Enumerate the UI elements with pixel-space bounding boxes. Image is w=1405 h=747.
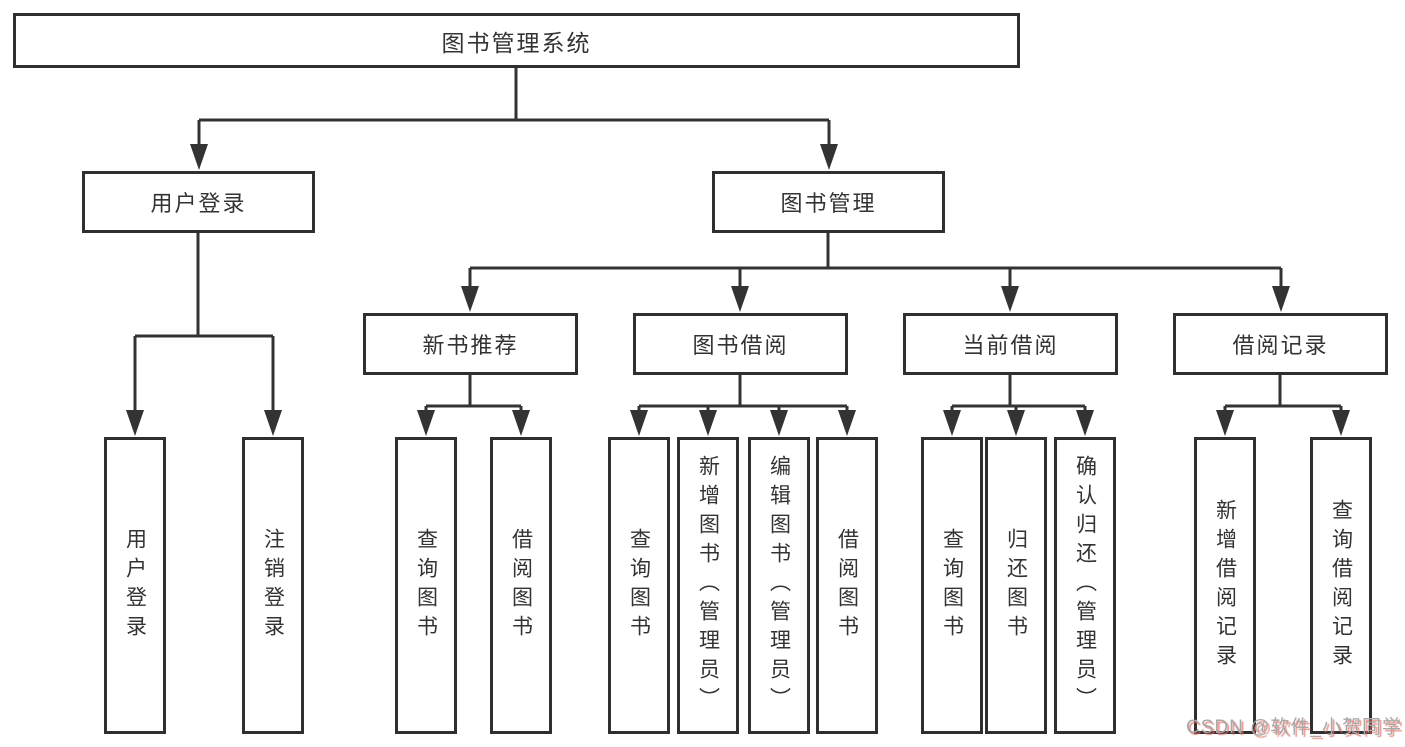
node-leaf-borrow-book-1: 借阅图书 <box>490 437 552 734</box>
node-leaf-search-borrow-record: 查询借阅记录 <box>1310 437 1372 734</box>
node-leaf-edit-book-admin: 编辑图书（管理员） <box>748 437 810 734</box>
leaf-label: 编辑图书（管理员） <box>767 455 791 716</box>
leaf-label: 借阅图书 <box>509 527 533 644</box>
leaf-label: 查询借阅记录 <box>1329 498 1353 673</box>
leaf-label: 查询图书 <box>414 527 438 644</box>
leaf-label: 查询图书 <box>627 527 651 644</box>
node-leaf-confirm-return-admin: 确认归还（管理员） <box>1054 437 1116 734</box>
csdn-watermark: CSDN @软件_小贺同学 <box>1186 717 1402 738</box>
node-leaf-search-book-1: 查询图书 <box>395 437 457 734</box>
node-leaf-add-borrow-record: 新增借阅记录 <box>1194 437 1256 734</box>
leaf-label: 确认归还（管理员） <box>1073 455 1097 716</box>
node-current-borrow: 当前借阅 <box>903 313 1118 375</box>
node-new-book-recommend: 新书推荐 <box>363 313 578 375</box>
node-book-management: 图书管理 <box>712 171 945 233</box>
node-leaf-user-login: 用户登录 <box>104 437 166 734</box>
node-leaf-search-book-2: 查询图书 <box>608 437 670 734</box>
leaf-label: 新增图书（管理员） <box>696 455 720 716</box>
node-leaf-return-book: 归还图书 <box>985 437 1047 734</box>
leaf-label: 用户登录 <box>123 527 147 644</box>
node-user-login: 用户登录 <box>82 171 315 233</box>
leaf-label: 借阅图书 <box>835 527 859 644</box>
node-leaf-search-book-3: 查询图书 <box>921 437 983 734</box>
node-leaf-borrow-book-2: 借阅图书 <box>816 437 878 734</box>
leaf-label: 注销登录 <box>261 527 285 644</box>
leaf-label: 新增借阅记录 <box>1213 498 1237 673</box>
leaf-label: 归还图书 <box>1004 527 1028 644</box>
node-borrow-records: 借阅记录 <box>1173 313 1388 375</box>
node-book-borrow: 图书借阅 <box>633 313 848 375</box>
node-root-library-system: 图书管理系统 <box>13 13 1020 68</box>
leaf-label: 查询图书 <box>940 527 964 644</box>
node-leaf-logout: 注销登录 <box>242 437 304 734</box>
node-leaf-add-book-admin: 新增图书（管理员） <box>677 437 739 734</box>
